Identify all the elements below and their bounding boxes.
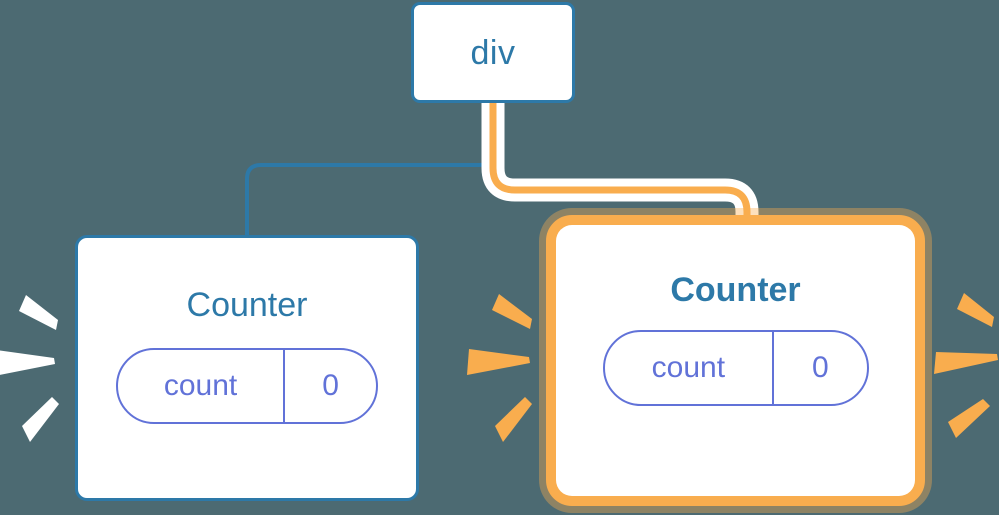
burst-right-of-counter-left (467, 294, 532, 442)
node-div-label: div (470, 33, 516, 72)
node-counter-left-label: Counter (186, 286, 308, 324)
edge-div-to-counter-left (245, 103, 495, 237)
burst-spike (22, 397, 59, 442)
burst-spike (948, 399, 990, 438)
state-value: 0 (772, 332, 866, 404)
burst-spike (934, 352, 998, 374)
node-counter-left[interactable]: Counter count 0 (75, 235, 419, 501)
burst-spike (19, 295, 58, 330)
state-value: 0 (283, 350, 376, 422)
burst-spike (495, 397, 532, 442)
node-counter-right-label: Counter (670, 271, 801, 309)
burst-spike (467, 349, 530, 375)
node-counter-right-body: Counter count 0 (556, 225, 915, 496)
state-pill-counter-right: count 0 (602, 330, 869, 406)
state-pill-counter-left: count 0 (116, 348, 378, 424)
burst-spike (957, 293, 994, 327)
burst-left-of-counter-left (0, 295, 59, 442)
burst-right-of-counter-right (934, 293, 998, 438)
state-key: count (163, 369, 238, 402)
burst-spike (492, 294, 532, 329)
edge-div-to-counter-right (489, 103, 751, 240)
state-key: count (651, 351, 726, 384)
node-counter-right[interactable]: Counter count 0 (546, 215, 925, 506)
burst-spike (0, 350, 55, 375)
node-div[interactable]: div (411, 2, 575, 103)
